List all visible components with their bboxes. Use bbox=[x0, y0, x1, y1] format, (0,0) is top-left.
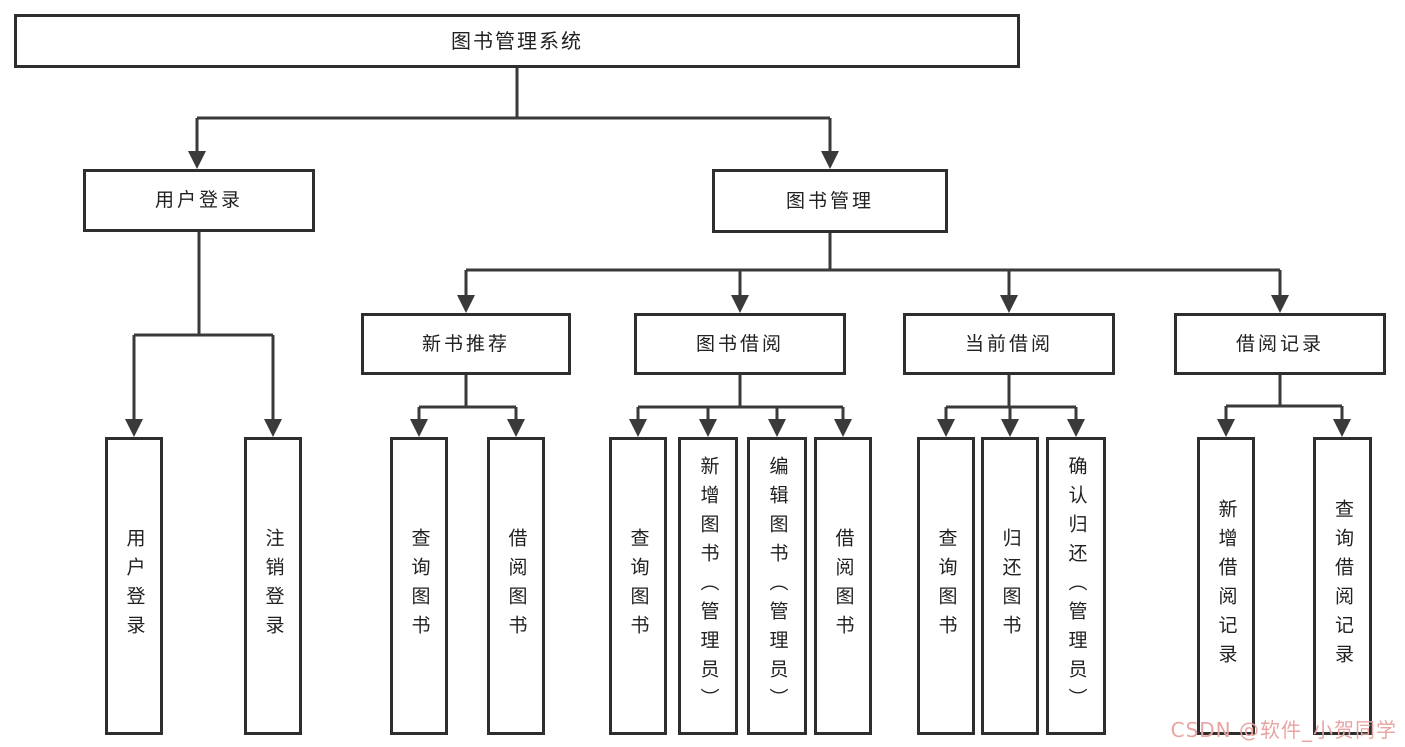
leaf-edit-book-admin: 编辑图书（管理员） bbox=[747, 437, 807, 735]
node-library-management-system: 图书管理系统 bbox=[14, 14, 1020, 68]
leaf-label: 查询借阅记录 bbox=[1332, 499, 1354, 673]
node-book-management: 图书管理 bbox=[712, 169, 948, 233]
leaf-label: 归还图书 bbox=[999, 528, 1022, 644]
node-current-borrowing: 当前借阅 bbox=[903, 313, 1115, 375]
arrowhead-icons bbox=[125, 151, 1351, 437]
leaf-label: 新增借阅记录 bbox=[1215, 499, 1238, 673]
node-label: 图书借阅 bbox=[695, 332, 784, 355]
node-book-borrowing: 图书借阅 bbox=[634, 313, 846, 375]
leaf-borrow-books-recommend: 借阅图书 bbox=[487, 437, 545, 735]
node-label: 当前借阅 bbox=[964, 332, 1053, 355]
leaf-label: 编辑图书（管理员） bbox=[766, 455, 789, 717]
leaf-label: 用户登录 bbox=[123, 528, 146, 644]
leaf-query-borrow-record: 查询借阅记录 bbox=[1313, 437, 1372, 735]
leaf-label: 借阅图书 bbox=[832, 528, 855, 644]
node-new-book-recommend: 新书推荐 bbox=[361, 313, 571, 375]
leaf-logout: 注销登录 bbox=[244, 437, 302, 735]
node-label: 新书推荐 bbox=[421, 332, 510, 355]
node-user-login: 用户登录 bbox=[83, 169, 315, 232]
leaf-label: 借阅图书 bbox=[505, 528, 528, 644]
leaf-query-books-recommend: 查询图书 bbox=[390, 437, 448, 735]
leaf-label: 查询图书 bbox=[408, 528, 431, 644]
leaf-query-books-borrowing: 查询图书 bbox=[609, 437, 667, 735]
leaf-user-login: 用户登录 bbox=[105, 437, 163, 735]
leaf-return-books: 归还图书 bbox=[981, 437, 1039, 735]
leaf-confirm-return-admin: 确认归还（管理员） bbox=[1046, 437, 1106, 735]
leaf-label: 注销登录 bbox=[262, 528, 285, 644]
leaf-label: 新增图书（管理员） bbox=[697, 455, 720, 717]
leaf-label: 确认归还（管理员） bbox=[1065, 455, 1088, 717]
leaf-label: 查询图书 bbox=[935, 528, 958, 644]
leaf-label: 查询图书 bbox=[627, 528, 650, 644]
leaf-add-book-admin: 新增图书（管理员） bbox=[678, 437, 738, 735]
leaf-add-borrow-record: 新增借阅记录 bbox=[1197, 437, 1255, 735]
node-label: 图书管理 bbox=[785, 189, 874, 212]
node-label: 图书管理系统 bbox=[451, 29, 583, 53]
node-borrow-records: 借阅记录 bbox=[1174, 313, 1386, 375]
node-label: 借阅记录 bbox=[1235, 332, 1324, 355]
leaf-query-books-current: 查询图书 bbox=[917, 437, 975, 735]
watermark: CSDN @软件_小贺同学 bbox=[1170, 718, 1397, 742]
node-label: 用户登录 bbox=[154, 189, 243, 211]
leaf-borrow-books: 借阅图书 bbox=[814, 437, 872, 735]
